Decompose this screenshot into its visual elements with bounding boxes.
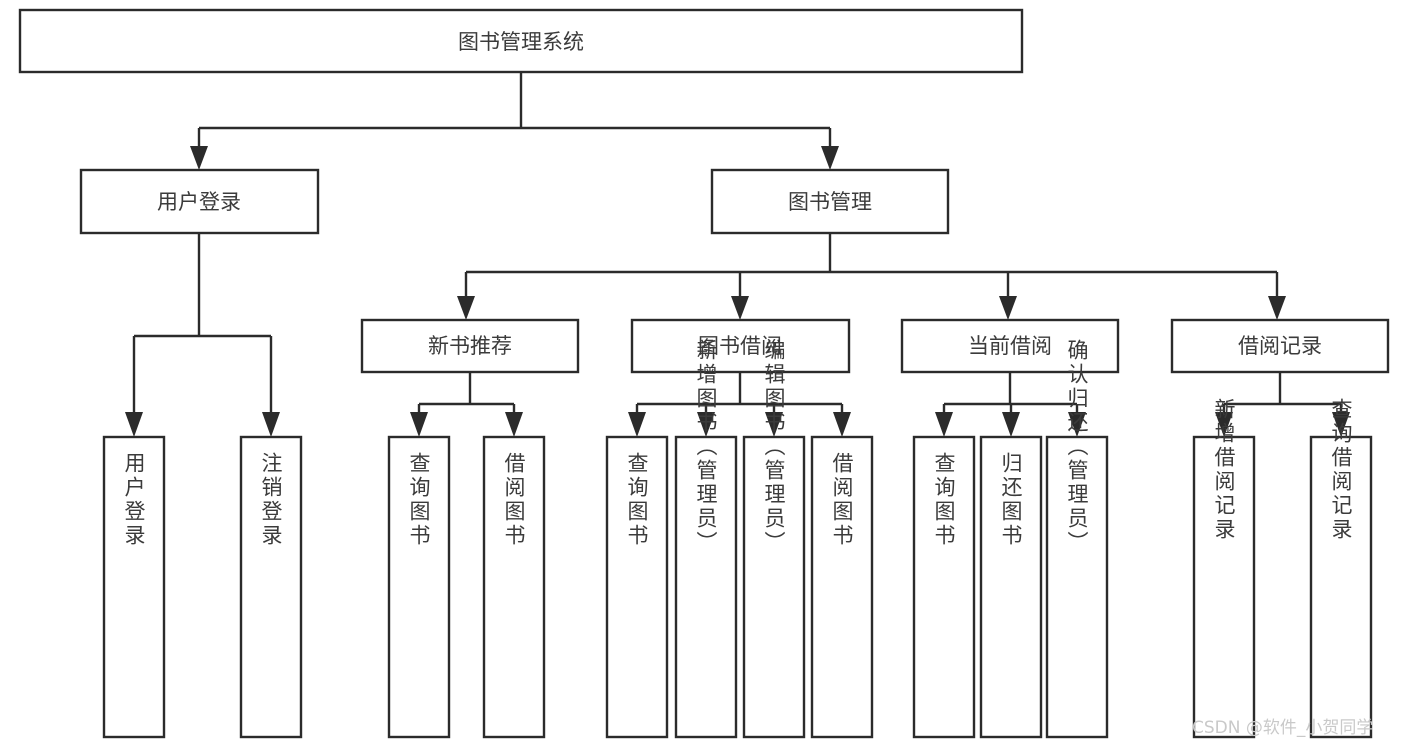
- arrow-head-leaf-return-book: [1002, 412, 1020, 437]
- leaf-edit-book-label: 编辑图书（管理员）: [762, 339, 786, 555]
- node-book-borrow-label: 图书借阅: [698, 334, 782, 358]
- leaf-query-book-3-box[interactable]: [912, 435, 976, 739]
- node-borrow-record-label: 借阅记录: [1238, 334, 1322, 358]
- node-book-manage-box[interactable]: [710, 168, 950, 235]
- node-book-borrow[interactable]: 图书借阅: [630, 318, 851, 374]
- arrow-head-leaf-query-book-2: [628, 412, 646, 437]
- arrow-head-book-manage: [821, 146, 839, 170]
- arrow-head-book-borrow: [731, 296, 749, 320]
- leaf-logout-login-box[interactable]: [239, 435, 303, 739]
- leaf-add-book-label: 新增图书（管理员）: [694, 339, 718, 555]
- csdn-watermark: CSDN @软件_小贺同学: [1192, 718, 1373, 738]
- leaf-edit-book-box[interactable]: [742, 435, 806, 739]
- leaf-add-record-box[interactable]: [1192, 435, 1256, 739]
- node-new-book-recommend-box[interactable]: [360, 318, 580, 374]
- node-root[interactable]: 图书管理系统: [18, 8, 1024, 74]
- node-book-manage-label: 图书管理: [788, 190, 872, 214]
- arrow-head-leaf-query-record: [1332, 412, 1350, 437]
- leaf-user-login[interactable]: 用户登录: [102, 435, 166, 739]
- node-root-box[interactable]: [18, 8, 1024, 74]
- arrow-head-leaf-query-book-1: [410, 412, 428, 437]
- leaf-user-login-box[interactable]: [102, 435, 166, 739]
- arrow-head-leaf-edit-book: [765, 412, 783, 437]
- node-book-manage[interactable]: 图书管理: [710, 168, 950, 235]
- leaf-query-book-2-label: 查询图书: [625, 452, 649, 548]
- arrow-head-user-login: [190, 146, 208, 170]
- leaf-add-book[interactable]: 新增图书（管理员）: [674, 339, 738, 739]
- leaf-query-book-2-box[interactable]: [605, 435, 669, 739]
- leaf-query-book-2[interactable]: 查询图书: [605, 435, 669, 739]
- leaf-logout-login[interactable]: 注销登录: [239, 435, 303, 739]
- arrow-head-leaf-user-login: [125, 412, 143, 437]
- arrow-head-current-borrow: [999, 296, 1017, 320]
- arrow-head-leaf-borrow-book-2: [833, 412, 851, 437]
- arrow-head-leaf-query-book-3: [935, 412, 953, 437]
- leaf-borrow-book-1[interactable]: 借阅图书: [482, 435, 546, 739]
- leaf-query-record[interactable]: 查询借阅记录: [1309, 398, 1373, 739]
- node-borrow-record[interactable]: 借阅记录: [1170, 318, 1390, 374]
- node-new-book-recommend[interactable]: 新书推荐: [360, 318, 580, 374]
- leaf-add-record-label: 新增借阅记录: [1212, 398, 1236, 542]
- leaf-borrow-book-2[interactable]: 借阅图书: [810, 435, 874, 739]
- leaf-query-book-1-box[interactable]: [387, 435, 451, 739]
- leaf-borrow-book-2-label: 借阅图书: [830, 452, 854, 548]
- arrow-head-leaf-add-book: [697, 412, 715, 437]
- leaf-query-book-3[interactable]: 查询图书: [912, 435, 976, 739]
- arrow-head-new-book-recommend: [457, 296, 475, 320]
- connector-layer: [125, 72, 1350, 437]
- arrow-head-leaf-borrow-book-1: [505, 412, 523, 437]
- leaf-query-book-3-label: 查询图书: [932, 452, 956, 548]
- leaf-query-book-1[interactable]: 查询图书: [387, 435, 451, 739]
- leaf-add-book-box[interactable]: [674, 435, 738, 739]
- node-user-login-label: 用户登录: [157, 190, 241, 214]
- leaf-return-book-label: 归还图书: [999, 452, 1023, 548]
- leaf-add-record[interactable]: 新增借阅记录: [1192, 398, 1256, 739]
- arrow-head-leaf-logout-login: [262, 412, 280, 437]
- leaf-borrow-book-2-box[interactable]: [810, 435, 874, 739]
- leaf-return-book[interactable]: 归还图书: [979, 435, 1043, 739]
- arrow-head-leaf-confirm-return: [1068, 412, 1086, 437]
- node-user-login-box[interactable]: [79, 168, 320, 235]
- arrow-head-borrow-record: [1268, 296, 1286, 320]
- leaf-confirm-return-box[interactable]: [1045, 435, 1109, 739]
- leaf-logout-login-label: 注销登录: [259, 452, 283, 548]
- leaf-confirm-return[interactable]: 确认归还（管理员）: [1045, 339, 1109, 739]
- node-new-book-recommend-label: 新书推荐: [428, 334, 512, 358]
- leaf-query-record-label: 查询借阅记录: [1329, 398, 1353, 542]
- arrow-head-leaf-add-record: [1215, 412, 1233, 437]
- leaf-query-record-box[interactable]: [1309, 435, 1373, 739]
- node-root-label: 图书管理系统: [458, 30, 584, 54]
- leaf-confirm-return-label: 确认归还（管理员）: [1065, 339, 1089, 555]
- leaf-query-book-1-label: 查询图书: [407, 452, 431, 548]
- leaf-return-book-box[interactable]: [979, 435, 1043, 739]
- node-current-borrow-label: 当前借阅: [968, 334, 1052, 358]
- node-current-borrow[interactable]: 当前借阅: [900, 318, 1120, 374]
- node-book-borrow-box[interactable]: [630, 318, 851, 374]
- leaf-borrow-book-1-box[interactable]: [482, 435, 546, 739]
- leaf-borrow-book-1-label: 借阅图书: [502, 452, 526, 548]
- node-user-login[interactable]: 用户登录: [79, 168, 320, 235]
- leaf-edit-book[interactable]: 编辑图书（管理员）: [742, 339, 806, 739]
- leaf-user-login-label: 用户登录: [122, 452, 146, 548]
- node-current-borrow-box[interactable]: [900, 318, 1120, 374]
- node-borrow-record-box[interactable]: [1170, 318, 1390, 374]
